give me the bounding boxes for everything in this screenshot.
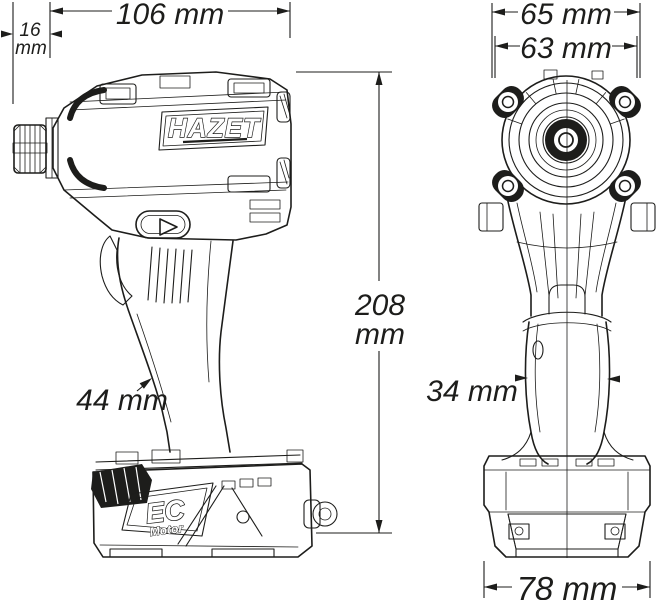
rear-bumper-pads xyxy=(276,91,291,189)
dimension-head-length: 106 mm xyxy=(49,0,291,58)
forward-triangle-icon xyxy=(159,218,178,236)
dimension-anvil-length: 16 mm xyxy=(1,2,62,104)
arrow-right-icon xyxy=(515,374,528,382)
arrow-left-icon xyxy=(484,583,497,591)
grip xyxy=(116,237,234,453)
battery-front-outline xyxy=(483,455,651,558)
arrow-right-icon xyxy=(624,42,637,50)
arrow-right-icon xyxy=(637,583,650,591)
brand-logo-text: HAZET xyxy=(168,113,261,143)
dimension-overall-height: 208 mm xyxy=(296,71,405,534)
front-rubber-bumpers xyxy=(67,87,107,191)
dimension-label-housing-width: 63 mm xyxy=(520,32,612,65)
hammer-case-head xyxy=(492,69,641,205)
motor-neck xyxy=(478,196,656,317)
battery-release-button[interactable] xyxy=(91,464,152,508)
corner-bumper-bottom-left xyxy=(492,170,524,202)
dimension-grip-depth: 44 mm xyxy=(76,378,168,417)
battery-pack-front xyxy=(483,455,651,558)
direction-switch xyxy=(135,210,191,239)
ec-text: EC xyxy=(144,494,187,530)
arrow-down-icon xyxy=(375,520,383,533)
arrow-right-icon xyxy=(627,8,640,16)
motor-text: Motor xyxy=(149,521,185,539)
square-drive-socket xyxy=(542,116,590,164)
belt-clip-ring xyxy=(303,499,338,529)
corner-bumper-top-right xyxy=(609,86,641,118)
corner-bumper-top-left xyxy=(492,86,524,118)
dimension-label-grip-width: 34 mm xyxy=(426,375,518,408)
dimension-unit-height: mm xyxy=(355,318,405,351)
brand-plate: HAZET xyxy=(158,106,269,151)
arrow-left-icon xyxy=(492,8,505,16)
arrow-leader-icon xyxy=(139,378,152,389)
ec-motor-badge: EC Motor xyxy=(121,482,214,539)
side-view-drawing: HAZET xyxy=(12,71,338,558)
dimension-grip-width: 34 mm xyxy=(426,374,620,408)
dimension-housing-width: 63 mm xyxy=(494,32,638,78)
arrow-left-icon xyxy=(607,375,620,383)
arrow-up-icon xyxy=(375,72,383,85)
dimension-label-head-length: 106 mm xyxy=(116,0,224,31)
corner-bumper-bottom-right xyxy=(609,170,641,202)
dimension-label-grip-depth: 44 mm xyxy=(76,384,168,417)
dimension-head-width: 65 mm xyxy=(491,0,641,78)
arrow-right-icon xyxy=(1,30,13,38)
arrow-left-icon xyxy=(495,42,508,50)
arrow-right-icon xyxy=(277,7,290,15)
trigger xyxy=(99,235,133,306)
battery-outline xyxy=(92,463,313,558)
dimension-value-height: 208 xyxy=(354,289,405,322)
handle-front xyxy=(501,311,634,465)
arrow-left-icon xyxy=(50,7,63,15)
battery-pack-side: EC Motor xyxy=(91,449,338,558)
dimension-label-head-width: 65 mm xyxy=(520,0,612,31)
dimension-battery-width: 78 mm xyxy=(483,561,651,600)
dimension-label-battery-width: 78 mm xyxy=(517,570,618,600)
housing-detail-lines xyxy=(63,75,289,223)
dimension-value-anvil: 16 xyxy=(19,20,41,41)
square-drive-anvil xyxy=(12,117,59,179)
arrow-left-icon xyxy=(50,30,62,38)
housing-outline xyxy=(52,71,292,241)
dimension-unit-anvil: mm xyxy=(15,38,47,59)
front-view-drawing xyxy=(478,69,656,558)
